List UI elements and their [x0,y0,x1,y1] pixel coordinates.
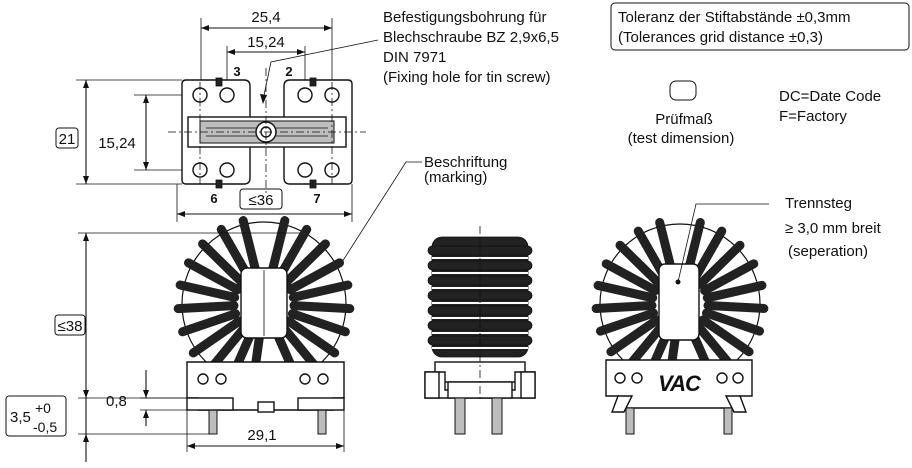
dim-pin-pitch: 15,24 [247,34,285,51]
winding-turn [173,301,239,314]
winding-turn [593,280,658,303]
dim-pin-length: 3,5 [10,409,31,426]
svg-text:(seperation): (seperation) [788,243,868,260]
winding-turn [285,258,345,295]
dim-front-height: ≤38 [58,318,83,335]
pin-label-2: 2 [285,64,292,79]
winding-turn [284,316,340,358]
winding-turn [601,259,660,296]
dim-pin-length-tol-minus: -0,5 [33,419,57,435]
top-view: 25,4 15,24 [55,9,379,222]
svg-text:DC=Date Code: DC=Date Code [779,88,881,105]
winding-turn [701,308,764,336]
rear-view: VAC [591,203,769,435]
svg-text:Blechschraube BZ 2,9x6,5: Blechschraube BZ 2,9x6,5 [383,29,559,46]
pin-label-3: 3 [233,64,240,79]
pin-label-7: 7 [313,191,320,206]
dim-base-width: 29,1 [247,427,276,444]
test-dimension-legend: Prüfmaß (test dimension) [628,80,735,147]
separation-note: Trennsteg ≥ 3,0 mm breit (seperation) [785,195,882,260]
winding-turn [266,216,290,280]
svg-text:Beschriftung: Beschriftung [424,154,507,171]
winding-turn [591,300,657,313]
winding-turn [289,301,355,314]
tolerance-note: Toleranz der Stiftabstände ±0,3mm (Toler… [610,2,910,51]
winding-turn [695,240,745,289]
pin-hole-6 [192,162,235,189]
winding-turn [198,239,248,288]
svg-text:(Fixing hole for tin screw): (Fixing hole for tin screw) [383,69,551,86]
svg-text:(test dimension): (test dimension) [628,130,735,147]
svg-text:Prüfmaß: Prüfmaß [655,111,713,128]
dim-side-pitch: 15,24 [98,135,136,152]
marking-note: Beschriftung (marking) [262,154,507,386]
svg-text:≥ 3,0 mm breit: ≥ 3,0 mm breit [785,220,882,237]
winding-turn [702,280,767,303]
svg-text:Trennsteg: Trennsteg [785,195,852,212]
svg-text:(marking): (marking) [424,169,487,186]
code-legend: DC=Date Code F=Factory [779,88,881,125]
dim-side-height: 21 [59,131,76,148]
pin-label-6: 6 [210,191,217,206]
winding-turn [703,300,769,313]
winding-turn [175,280,240,302]
svg-text:Befestigungsbohrung für: Befestigungsbohrung für [383,9,546,26]
winding-turn [188,316,244,358]
vac-logo: VAC [658,371,702,396]
svg-text:F=Factory: F=Factory [779,108,847,125]
winding-turn [183,258,243,295]
winding-turn [238,216,262,280]
dim-standoff: 0,8 [106,393,127,410]
front-view: ≤38 0,8 3,5 +0 -0,5 29,1 [5,216,355,462]
dim-bottom-width: ≤36 [249,192,274,209]
dim-pin-length-tol-plus: +0 [35,400,51,416]
winding-turn [606,315,662,357]
svg-text:DIN 7971: DIN 7971 [383,49,446,66]
dim-top-width: 25,4 [251,9,280,26]
winding-turn [698,315,754,357]
winding-turn [700,259,759,296]
winding-turn [288,280,353,302]
svg-text:(Tolerances grid distance ±0,3: (Tolerances grid distance ±0,3) [618,29,823,46]
winding-turn [615,240,665,289]
svg-text:Toleranz der Stiftabstände ±0,: Toleranz der Stiftabstände ±0,3mm [618,9,851,26]
winding-turn [178,309,241,337]
winding-turn [287,309,350,337]
side-view [424,226,536,435]
fixing-hole-note: Befestigungsbohrung für Blechschraube BZ… [383,9,559,86]
winding-turn [280,239,330,288]
winding-turn [596,308,659,336]
